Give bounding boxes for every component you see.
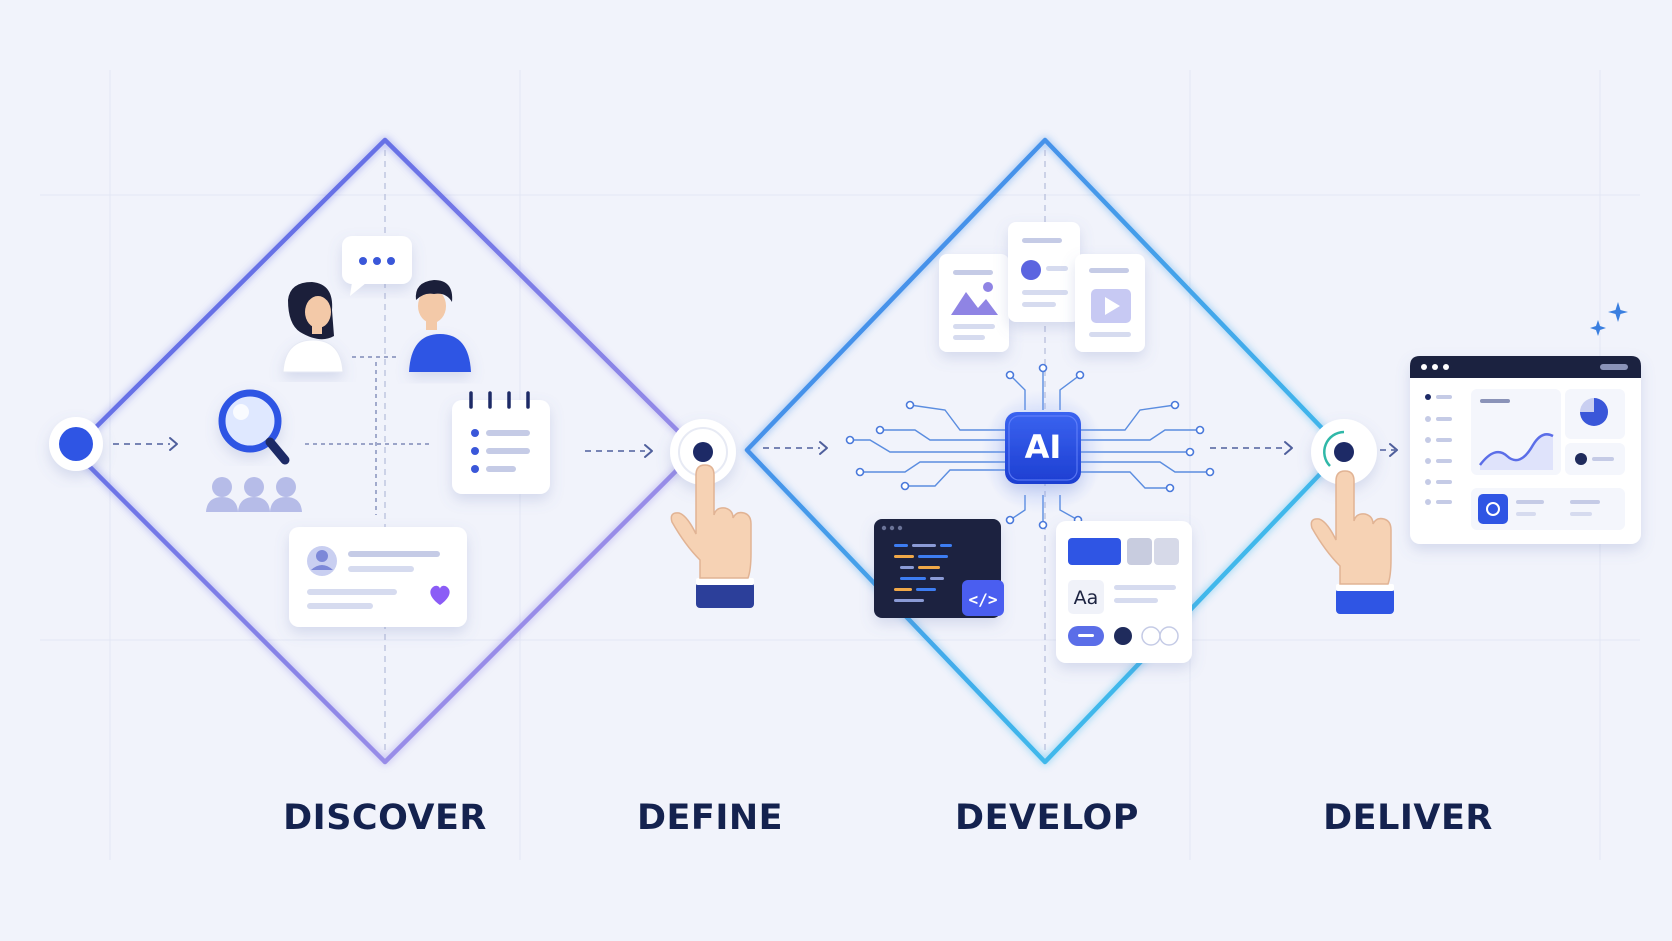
discover-diamond — [70, 137, 700, 765]
magnifier-icon — [218, 389, 290, 465]
pointing-hand-icon — [670, 464, 754, 608]
dashboard-window — [1410, 356, 1641, 544]
phase-label-define: DEFINE — [636, 798, 784, 838]
phase-label-develop: DEVELOP — [955, 798, 1139, 838]
users-group-icon — [206, 477, 302, 512]
arrow-heads — [169, 437, 1398, 458]
background-grid — [40, 70, 1640, 860]
flow-arrows — [113, 443, 1395, 452]
profile-card — [289, 527, 467, 627]
connector-lines — [305, 356, 432, 515]
phase-label-deliver: DELIVER — [1323, 798, 1493, 838]
notepad-icon — [452, 391, 550, 494]
phase-label-discover: DISCOVER — [283, 798, 487, 838]
text-doc-icon — [1008, 222, 1080, 322]
circuit-nodes — [845, 363, 1215, 530]
image-doc-icon — [939, 254, 1009, 352]
design-system-card: Aa — [1056, 521, 1192, 663]
man-avatar-icon — [409, 280, 471, 372]
heart-icon — [430, 585, 450, 605]
ai-chip-icon: AI — [1005, 412, 1081, 484]
deliver-node[interactable] — [1311, 419, 1377, 485]
code-editor-icon: </> — [874, 519, 1004, 618]
video-doc-icon — [1075, 254, 1145, 352]
chat-bubble-icon — [342, 236, 412, 296]
sparkle-icon — [1590, 302, 1628, 336]
code-tag-label: </> — [969, 590, 998, 609]
pointing-hand-icon-deliver — [1310, 470, 1394, 614]
start-node — [49, 417, 103, 471]
woman-avatar-icon — [282, 282, 344, 373]
typography-sample: Aa — [1074, 587, 1099, 609]
ai-chip-label: AI — [1025, 428, 1062, 466]
